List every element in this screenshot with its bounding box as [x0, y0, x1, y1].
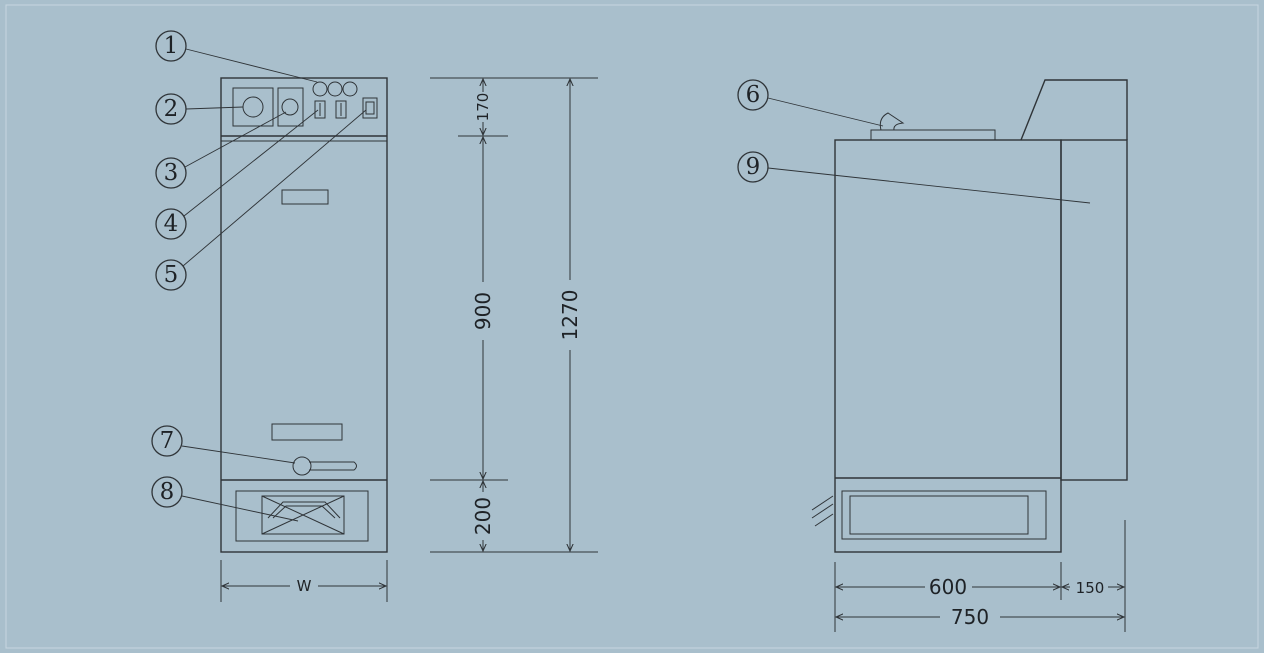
lid-handle — [879, 112, 905, 131]
indicator-lamp-1 — [312, 81, 328, 97]
side-view — [811, 79, 1128, 553]
toggle-switch-1 — [314, 100, 326, 119]
toggle-switch-2 — [335, 100, 347, 119]
callout-5: 5 — [155, 109, 367, 291]
dial-3 — [281, 98, 299, 116]
switch-5 — [365, 101, 375, 115]
dial-3-housing — [277, 87, 304, 127]
door-handle-lever — [309, 461, 357, 471]
drawer-diag-2 — [261, 495, 345, 535]
top-lid — [870, 129, 996, 141]
dim-170-label: 170 — [474, 93, 492, 122]
callout-8-label: 8 — [160, 479, 175, 505]
indicator-lamp-3 — [342, 81, 358, 97]
callout-9-label: 9 — [746, 154, 761, 180]
side-drawer-inner — [849, 495, 1029, 535]
callout-5-label: 5 — [164, 262, 179, 288]
drawer-handle — [267, 501, 341, 519]
dim-900-label: 900 — [471, 292, 495, 330]
drawing-border — [5, 4, 1259, 649]
callout-7: 7 — [151, 425, 296, 464]
callout-4: 4 — [155, 109, 319, 240]
side-handle-1 — [811, 495, 834, 511]
callout-4-label: 4 — [164, 211, 179, 237]
side-handle-2 — [811, 503, 834, 519]
width-label: W — [297, 577, 312, 595]
callout-6-label: 6 — [746, 82, 761, 108]
front-view — [220, 77, 388, 553]
drawer-inner — [261, 495, 345, 535]
dim-200-label: 200 — [471, 497, 495, 535]
dim-600-label: 600 — [929, 575, 967, 599]
callout-9: 9 — [737, 151, 1091, 204]
top-hopper — [1020, 79, 1128, 141]
callout-2-label: 2 — [164, 96, 179, 122]
drawer-outer — [235, 490, 369, 542]
drawer-handle-inner — [272, 505, 336, 519]
front-body-outline — [220, 77, 388, 553]
dim-750-label: 750 — [951, 605, 989, 629]
callout-2: 2 — [155, 93, 244, 125]
switch-5-housing — [362, 97, 378, 119]
callout-3-label: 3 — [164, 160, 179, 186]
callout-7-label: 7 — [160, 428, 175, 454]
callout-1: 1 — [155, 30, 318, 83]
callout-8: 8 — [151, 476, 299, 522]
side-handle-3 — [814, 513, 834, 527]
dim-1270-label: 1270 — [558, 290, 582, 341]
height-dimensions: 170 900 200 1270 — [430, 77, 598, 553]
side-drawer-outer — [841, 490, 1047, 540]
callout-3: 3 — [155, 111, 287, 189]
upper-label-plate — [281, 189, 329, 205]
indicator-lamp-2 — [327, 81, 343, 97]
callout-1-label: 1 — [164, 33, 179, 59]
width-dimension: W — [220, 560, 388, 602]
dim-150-label: 150 — [1076, 579, 1105, 597]
lower-label-plate — [271, 423, 343, 441]
depth-dimensions: 600 150 750 — [834, 520, 1126, 632]
callout-6: 6 — [737, 79, 884, 127]
side-rear-extension — [1060, 139, 1128, 481]
door-handle-knob — [292, 456, 312, 476]
